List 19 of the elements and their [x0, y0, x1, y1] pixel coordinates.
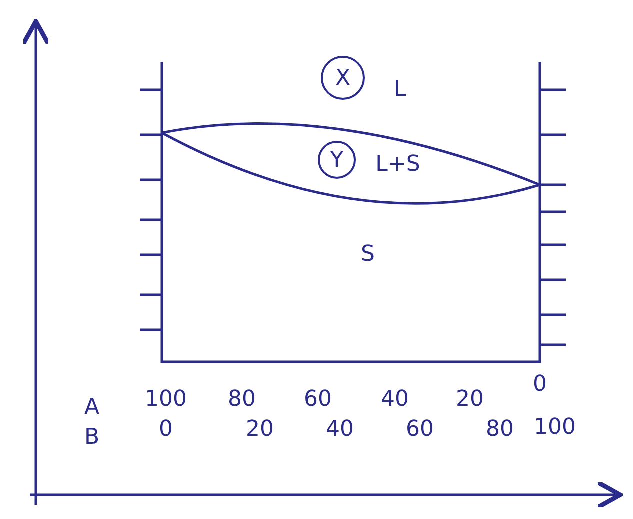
axis-value: 20 [246, 418, 274, 442]
axis-value: 60 [304, 388, 332, 412]
row-label: B [84, 426, 100, 450]
axis-value: 0 [533, 373, 547, 397]
axis-value: 20 [456, 388, 484, 412]
circled-letter: Y [318, 141, 356, 179]
axis-value: 40 [326, 418, 354, 442]
axis-value: 100 [145, 388, 187, 412]
axis-value: 40 [381, 388, 409, 412]
axis-value: 100 [534, 416, 576, 440]
region-label: L+S [376, 153, 420, 177]
circled-letter: X [321, 56, 365, 100]
axis-value: 0 [159, 418, 173, 442]
axis-value: 80 [486, 418, 514, 442]
axis-value: 80 [228, 388, 256, 412]
region-label: L [394, 78, 406, 102]
axis-value: 60 [406, 418, 434, 442]
region-label: S [361, 243, 375, 267]
row-label: A [84, 396, 100, 420]
